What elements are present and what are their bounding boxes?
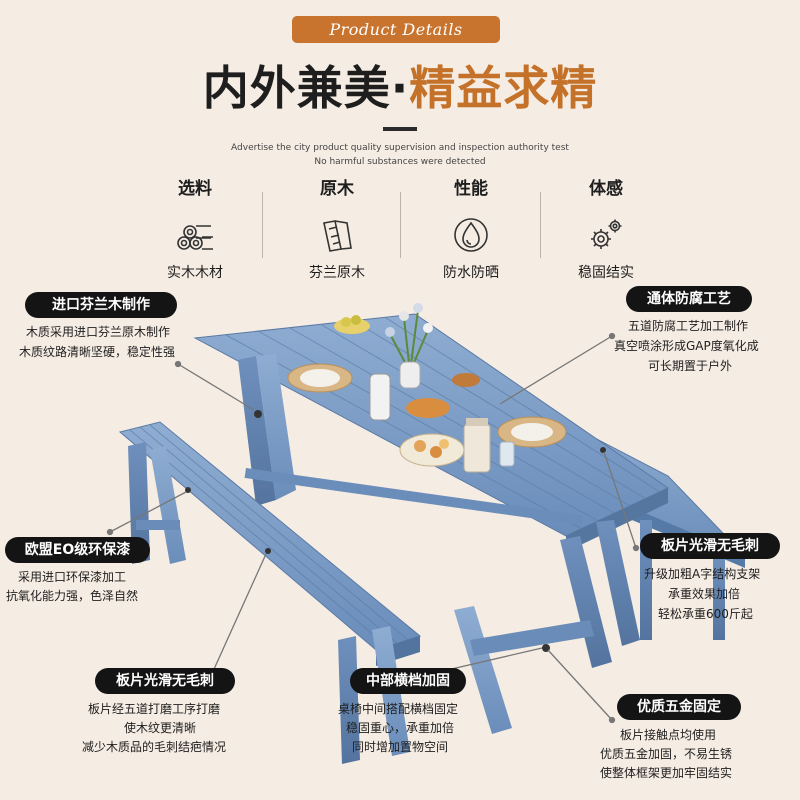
feature-divider	[540, 192, 541, 258]
callout-desc-line: 减少木质品的毛刺结疤情况	[82, 740, 227, 754]
feature-feel: 体感 稳固结实	[551, 178, 661, 283]
feature-sub: 稳固结实	[578, 265, 634, 281]
callout-desc-line: 真空喷涂形成GAP度氧化成	[614, 339, 759, 353]
callout-title-crossbar: 中部横档加固	[350, 668, 466, 694]
subtitle-line-1: Advertise the city product quality super…	[231, 143, 569, 153]
callout-title-smooth-boards-left: 板片光滑无毛刺	[95, 668, 235, 694]
callout-desc-line: 采用进口环保漆加工	[18, 570, 127, 584]
callout-desc-line: 木质采用进口芬兰原木制作	[26, 325, 171, 339]
page-title: 内外兼美·精益求精	[0, 58, 800, 118]
callout-desc-line: 承重效果加倍	[668, 587, 741, 601]
feature-material: 选料 实木木材	[140, 178, 250, 283]
title-underline	[383, 127, 417, 131]
feature-sub: 芬兰原木	[309, 265, 365, 281]
feature-divider	[262, 192, 263, 258]
title-part-1: 内外兼美·	[202, 61, 410, 115]
callout-desc-line: 优质五金加固，不易生锈	[600, 747, 733, 761]
table-legs	[238, 354, 640, 734]
gears-icon	[591, 219, 622, 249]
callout-desc-line: 使整体框架更加牢固结实	[600, 766, 733, 780]
callout-desc-line: 桌椅中间搭配横档固定	[338, 702, 459, 716]
feature-label: 性能	[454, 179, 488, 199]
callout-desc-line: 五道防腐工艺加工制作	[628, 319, 749, 333]
wood-logs-icon	[177, 225, 213, 250]
callout-title-finnish-wood: 进口芬兰木制作	[25, 292, 177, 318]
callout-desc-line: 抗氧化能力强，色泽自然	[6, 589, 139, 603]
feature-label: 选料	[178, 179, 212, 199]
callout-desc-line: 同时增加置物空间	[352, 740, 449, 754]
callout-title-smooth-boards-right: 板片光滑无毛刺	[640, 533, 780, 559]
subtitle-line-2: No harmful substances were detected	[314, 157, 486, 167]
feature-sub: 防水防晒	[443, 265, 499, 281]
callout-title-anticorrosion: 通体防腐工艺	[626, 286, 752, 312]
feature-performance: 性能 防水防晒	[416, 178, 526, 283]
feature-label: 体感	[589, 179, 623, 199]
callout-desc-line: 木质纹路清晰坚硬，稳定性强	[19, 345, 176, 359]
wood-planks-icon	[323, 220, 352, 252]
callout-desc-line: 稳固重心，承重加倍	[346, 721, 455, 735]
feature-logs: 原木 芬兰原木	[282, 178, 392, 283]
water-drop-icon	[454, 218, 488, 252]
product-details-badge: Product Details	[292, 16, 500, 43]
callout-title-hardware: 优质五金固定	[617, 694, 741, 720]
callout-desc-line: 使木纹更清晰	[124, 721, 197, 735]
callout-desc-line: 板片经五道打磨工序打磨	[88, 702, 221, 716]
flower-vase	[389, 309, 429, 373]
callout-desc-line: 可长期置于户外	[648, 359, 733, 373]
callout-desc-line: 轻松承重600斤起	[658, 607, 753, 621]
callout-desc-line: 升级加粗A字结构支架	[644, 567, 761, 581]
feature-sub: 实木木材	[167, 265, 223, 281]
title-part-2: 精益求精	[409, 61, 598, 115]
feature-divider	[400, 192, 401, 258]
tableware	[287, 303, 567, 473]
front-bench	[118, 421, 422, 764]
callout-title-eco-paint: 欧盟EO级环保漆	[5, 537, 150, 563]
feature-label: 原木	[320, 179, 354, 199]
callout-desc-line: 板片接触点均使用	[620, 728, 717, 742]
